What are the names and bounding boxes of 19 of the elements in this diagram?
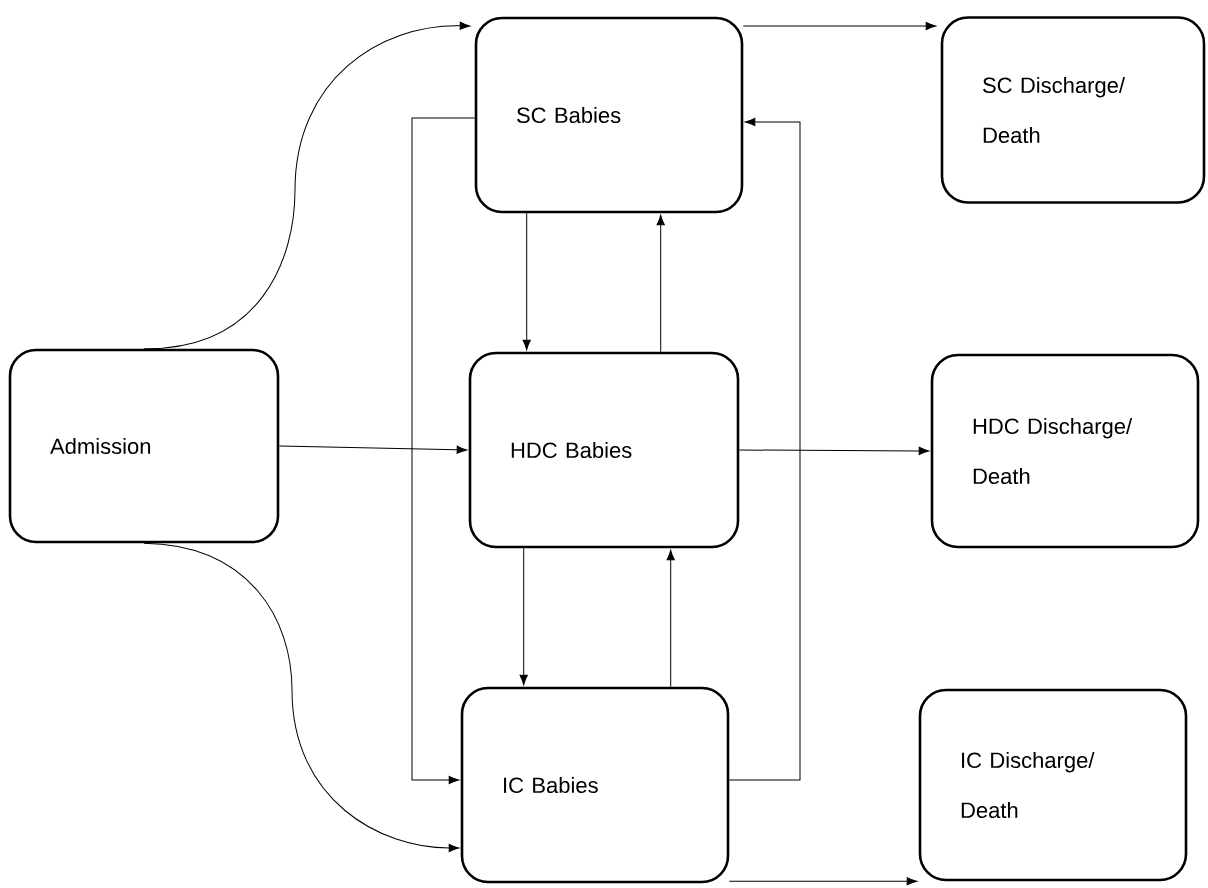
arrow — [519, 547, 528, 686]
arrow — [411, 117, 476, 785]
arrow — [278, 445, 468, 454]
arrow — [522, 212, 531, 351]
arrow — [728, 877, 918, 886]
process-box: HDC Discharge/ Death — [930, 353, 1200, 549]
process-box: Admission — [8, 348, 280, 544]
arrow — [738, 446, 930, 456]
arrow — [728, 117, 801, 781]
process-box: HDC Babies — [468, 351, 740, 549]
process-box: IC Discharge/ Death — [918, 688, 1188, 882]
arrow — [143, 21, 471, 350]
process-box: IC Babies — [460, 686, 730, 884]
process-box: SC Discharge/ Death — [940, 16, 1206, 204]
arrow — [143, 542, 460, 853]
arrow — [656, 214, 665, 353]
arrow — [666, 549, 675, 688]
arrow — [742, 21, 937, 31]
process-box: SC Babies — [474, 16, 744, 214]
